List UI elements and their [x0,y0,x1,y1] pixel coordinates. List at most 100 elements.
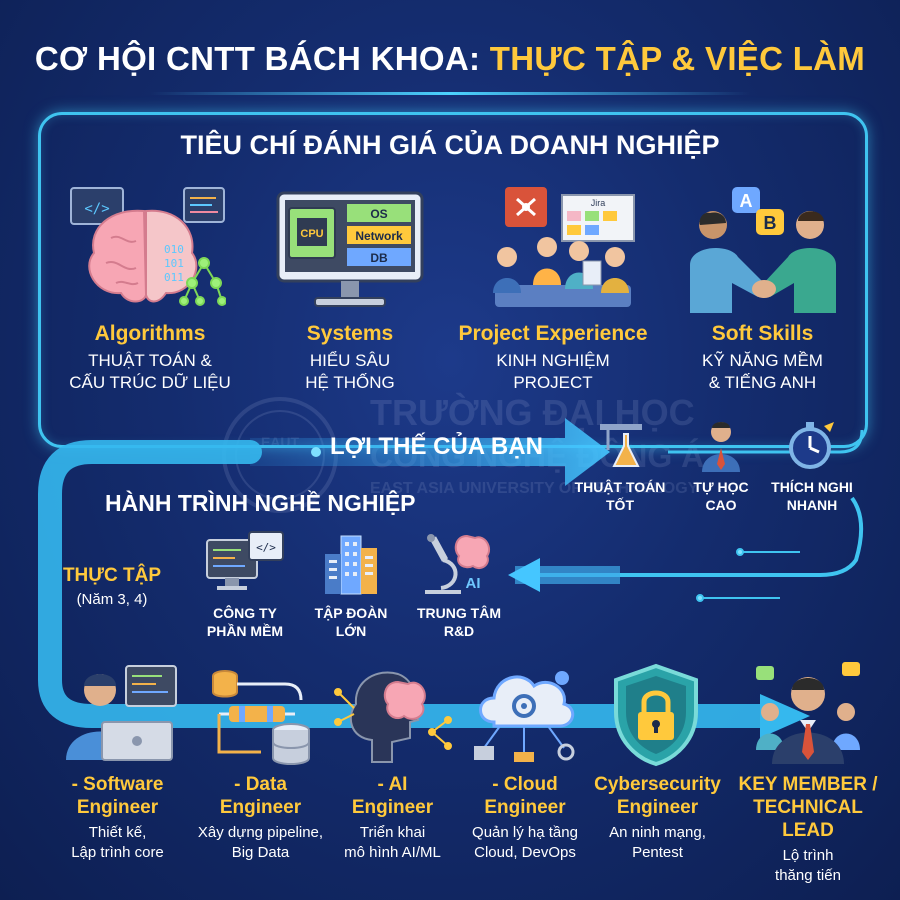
career-title-line2: Engineer [219,797,302,818]
internship-sub: (Năm 3, 4) [76,591,148,608]
career-desc-line2: Pentest [632,844,683,861]
career-title-line1: - AI [377,774,408,795]
advantage-line2: CAO [705,497,737,513]
career-desc-line1: Thiết kế, [88,824,147,841]
career-technical-lead: KEY MEMBER / TECHNICAL LEAD Lộ trình thă… [728,773,888,886]
criterion-line1: THUẬT TOÁN & [88,351,212,370]
svg-text:Network: Network [355,229,403,243]
criterion-algorithms: Algorithms THUẬT TOÁN & CẤU TRÚC DỮ LIỆU [55,322,245,394]
svg-text:AI: AI [466,575,481,592]
title-main: CƠ HỘI CNTT BÁCH KHOA: [34,40,481,77]
svg-text:</>: </> [84,201,109,217]
career-desc-line1: Triển khai [359,824,426,841]
career-ai-engineer: - AI Engineer Triển khai mô hình AI/ML [325,773,460,863]
career-title-line1: KEY MEMBER / [738,774,878,795]
career-software-engineer: - Software Engineer Thiết kế, Lập trình … [45,773,190,863]
data-pipeline-icon [212,670,310,765]
team-leader-icon [756,662,860,764]
criterion-project: Project Experience KINH NGHIỆM PROJECT [448,322,658,394]
code-monitor-icon: </> [206,531,284,590]
advantage-line2: TỐT [606,497,634,513]
svg-text:A: A [740,191,753,211]
career-desc-line2: Big Data [231,844,290,861]
career-desc-line2: Cloud, DevOps [474,844,576,861]
criterion-heading: Algorithms [94,322,206,345]
criterion-soft-skills: Soft Skills KỸ NĂNG MỀM & TIẾNG ANH [665,322,860,394]
stopwatch-icon [789,422,834,469]
brain-code-icon: </> 010 101 011 [70,187,226,306]
place-line1: CÔNG TY [213,605,277,621]
internship-software-company: CÔNG TY PHẦN MỀM [190,604,300,640]
career-data-engineer: - Data Engineer Xây dựng pipeline, Big D… [188,773,333,863]
svg-text:</>: </> [256,541,276,554]
team-project-icon: Jira [493,187,635,307]
career-cloud-engineer: - Cloud Engineer Quản lý hạ tầng Cloud, … [455,773,595,863]
career-desc-line1: Lộ trình [782,847,834,864]
career-desc-line1: Xây dựng pipeline, [197,824,324,841]
criterion-heading: Soft Skills [711,322,814,345]
svg-text:101: 101 [164,257,184,270]
place-line1: TẬP ĐOÀN [314,605,388,621]
career-title-line1: - Cloud [492,774,558,795]
ai-brain-icon [334,671,452,763]
svg-text:011: 011 [164,271,184,284]
title-highlight: THỰC TẬP & VIỆC LÀM [489,40,866,77]
career-title-line2: Engineer [484,797,566,818]
advantage-label: LỢI THẾ CỦA BẠN [330,433,543,460]
career-title-line1: - Software [71,774,164,795]
place-line1: TRUNG TÂM [417,605,501,621]
buildings-icon [325,535,377,595]
career-title-line2: Engineer [616,797,699,818]
career-title-line1: Cybersecurity [594,774,721,795]
advantage-line1: THÍCH NGHI [771,479,853,495]
criterion-heading: Systems [306,322,394,345]
advantage-line2: NHANH [786,497,838,513]
advantage-line1: THUẬT TOÁN [574,479,666,495]
page-title: CƠ HỘI CNTT BÁCH KHOA: THỰC TẬP & VIỆC L… [0,40,900,78]
criterion-line2: HỆ THỐNG [305,373,395,392]
monitor-cpu-icon: CPU OS Network DB [276,191,424,307]
advantage-line1: TỰ HỌC [693,479,749,495]
advantage-adaptation: THÍCH NGHI NHANH [762,478,862,514]
internship-heading: THỰC TẬP [62,565,162,586]
criteria-title: TIÊU CHÍ ĐÁNH GIÁ CỦA DOANH NGHIỆP [180,130,720,160]
place-line2: R&D [443,623,475,639]
person-icon [702,422,740,472]
career-desc-line1: Quản lý hạ tầng [472,824,578,841]
career-title-line2: TECHNICAL LEAD [753,797,863,841]
developer-laptop-icon [66,665,177,761]
criterion-line2: & TIẾNG ANH [708,373,817,392]
internship-label: THỰC TẬP (Năm 3, 4) [52,565,172,608]
career-desc-line1: An ninh mạng, [609,824,706,841]
microscope-ai-icon: AI [425,534,491,594]
criterion-line1: KINH NGHIỆM [496,351,610,370]
career-title-line2: Engineer [76,797,159,818]
lab-flask-icon [600,424,642,467]
career-desc-line2: mô hình AI/ML [344,844,441,861]
internship-corporation: TẬP ĐOÀN LỚN [296,604,406,640]
svg-text:EAST ASIA UNIVERSITY OF TECHNO: EAST ASIA UNIVERSITY OF TECHNOLOGY [370,480,699,497]
career-title-line2: Engineer [351,797,434,818]
criterion-line1: KỸ NĂNG MỀM [702,351,823,370]
svg-text:Jira: Jira [591,198,606,208]
svg-text:B: B [764,213,777,233]
criterion-line2: PROJECT [513,373,593,392]
title-underline [150,92,750,95]
handshake-icon: A B [690,187,836,313]
criterion-systems: Systems HIỂU SÂU HỆ THỐNG [255,322,445,394]
advantage-self-learning: TỰ HỌC CAO [671,478,771,514]
career-desc-line2: Lập trình core [71,844,164,861]
criterion-line2: CẤU TRÚC DỮ LIỆU [69,373,231,392]
svg-text:CPU: CPU [300,228,323,240]
internship-rnd-center: TRUNG TÂM R&D [403,604,515,640]
cloud-gear-icon [474,671,575,762]
svg-text:010: 010 [164,243,184,256]
journey-title: HÀNH TRÌNH NGHỀ NGHIỆP [105,490,416,516]
career-desc-line2: thăng tiến [775,867,841,884]
career-title-line1: - Data [234,774,287,795]
svg-text:DB: DB [370,251,388,265]
shield-lock-icon [614,663,698,767]
svg-text:OS: OS [370,207,387,221]
criterion-heading: Project Experience [458,322,648,345]
